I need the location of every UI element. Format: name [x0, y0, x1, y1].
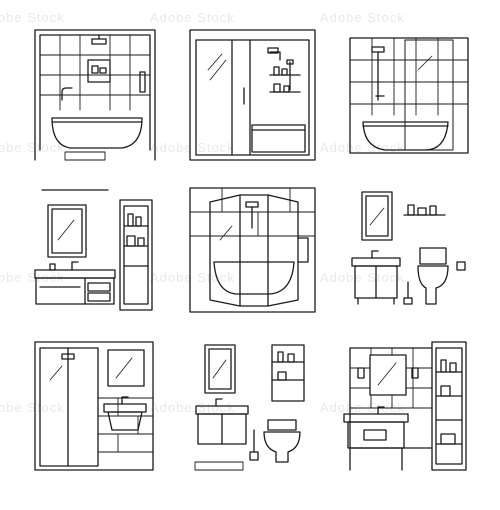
illustration-corner-shower	[189, 187, 316, 313]
watermark-text: Adobe Stock	[150, 140, 235, 155]
watermark-text: Adobe Stock	[320, 140, 405, 155]
watermark-text: Adobe Stock	[0, 10, 65, 25]
illustration-sink-toilet-shelf	[194, 344, 305, 471]
watermark-text: Adobe Stock	[0, 270, 65, 285]
watermark-text: Adobe Stock	[0, 400, 65, 415]
illustration-shower-enclosure	[189, 29, 316, 161]
watermark-text: Adobe Stock	[150, 400, 235, 415]
watermark-text: Adobe Stock	[320, 270, 405, 285]
watermark-text: Adobe Stock	[150, 270, 235, 285]
watermark-text: Adobe Stock	[320, 400, 405, 415]
illustration-vanity-shelf	[34, 189, 153, 311]
watermark-text: Adobe Stock	[0, 140, 65, 155]
watermark-text: Adobe Stock	[150, 10, 235, 25]
watermark-text: Adobe Stock	[320, 10, 405, 25]
illustration-shower-brick	[34, 341, 154, 471]
illustration-bathtub-niche	[34, 29, 156, 161]
illustration-sink-tiled-shelf	[343, 341, 467, 471]
illustration-bath-glass-screen	[349, 37, 469, 154]
illustration-toilet-sink	[351, 191, 466, 305]
